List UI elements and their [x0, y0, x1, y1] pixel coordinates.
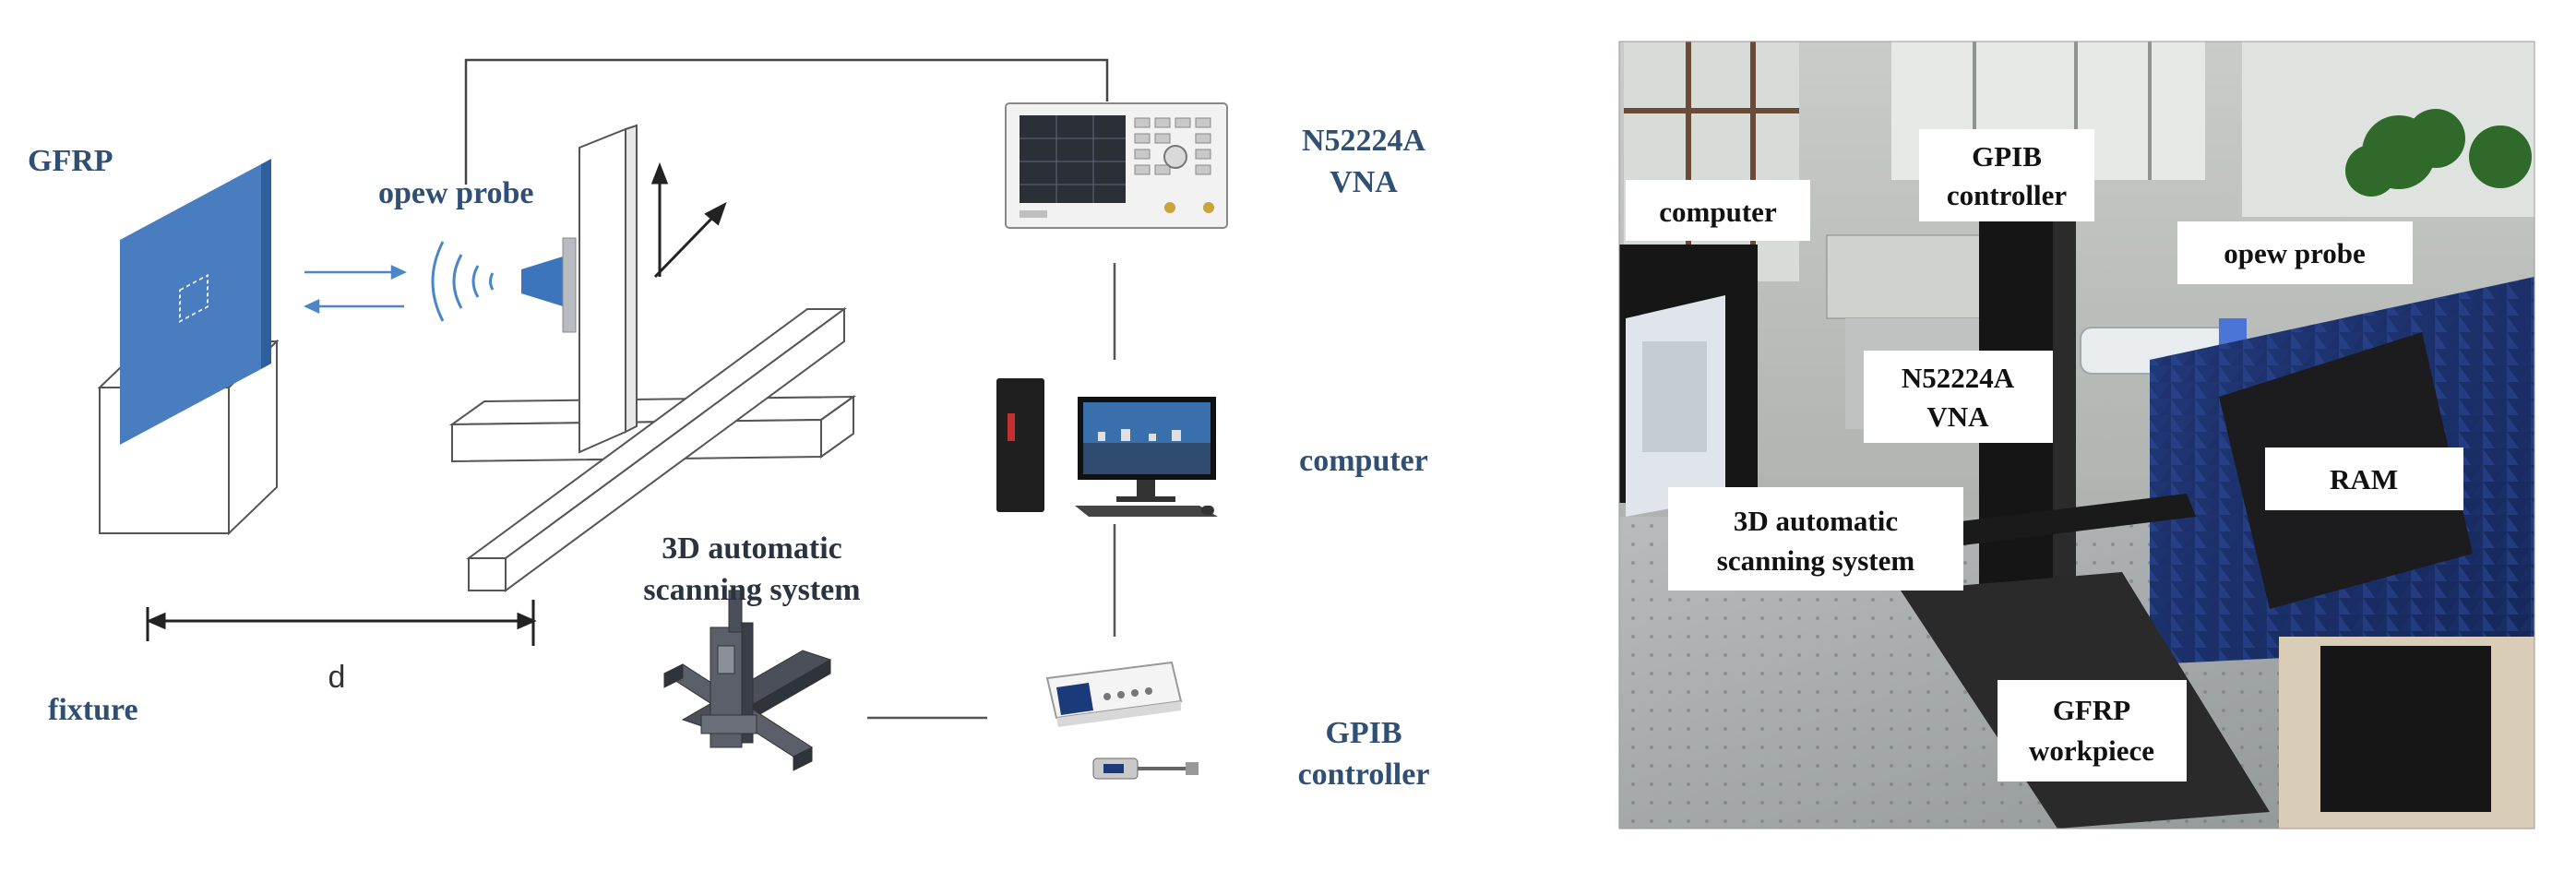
distance-label: d — [328, 660, 346, 695]
vna-label-line2: VNA — [1330, 165, 1398, 199]
svg-text:workpiece: workpiece — [2029, 734, 2154, 767]
wave-icon — [431, 241, 495, 322]
photo-label-gpib: GPIB controller — [1919, 129, 2094, 221]
gfrp-label: GFRP — [28, 144, 113, 178]
svg-text:scanning system: scanning system — [1717, 544, 1915, 577]
vna-device-icon — [1005, 102, 1228, 229]
scanner-device-icon — [662, 590, 832, 771]
gpib-device-icon — [1045, 661, 1199, 780]
svg-text:VNA: VNA — [1926, 400, 1989, 433]
fixture-label: fixture — [48, 693, 138, 727]
scanner-label-line1: 3D automatic — [662, 531, 841, 566]
probe-to-vna-cable — [464, 58, 1109, 185]
photo-label-vna: N52224A VNA — [1864, 351, 2053, 443]
svg-text:GPIB: GPIB — [1972, 140, 2042, 173]
distance-marker — [146, 600, 537, 646]
computer-icon — [996, 378, 1218, 517]
axis-arrows — [650, 161, 727, 279]
svg-text:3D automatic: 3D automatic — [1734, 505, 1898, 537]
probe-label: opew probe — [378, 176, 533, 210]
plants — [2345, 109, 2532, 197]
photo-label-workpiece: GFRP workpiece — [1998, 680, 2187, 782]
svg-text:opew probe: opew probe — [2224, 237, 2366, 269]
photo-label-scanner: 3D automatic scanning system — [1668, 487, 1963, 591]
scanner-frame — [448, 124, 857, 592]
gpib-label-line1: GPIB — [1325, 716, 1401, 750]
gpib-label-line2: controller — [1298, 758, 1430, 792]
photo-label-ram: RAM — [2265, 447, 2463, 510]
photo-monitor — [1619, 245, 1758, 517]
computer-label: computer — [1299, 444, 1428, 478]
gfrp-panel — [120, 159, 271, 445]
photo-label-computer: computer — [1626, 180, 1810, 241]
svg-text:GFRP: GFRP — [2053, 694, 2130, 726]
svg-text:N52224A: N52224A — [1902, 362, 2015, 394]
signal-arrows — [304, 265, 407, 314]
scanner-label-line2: scanning system — [643, 573, 860, 607]
svg-text:RAM: RAM — [2330, 463, 2398, 495]
defect-marker — [179, 273, 209, 323]
schematic-panel: GFRP opew probe N52224A VNA computer 3D … — [28, 58, 1430, 792]
vna-label-line1: N52224A — [1302, 124, 1426, 158]
photo-label-probe: opew probe — [2177, 221, 2413, 284]
svg-text:computer: computer — [1659, 196, 1777, 228]
photo-panel: computer GPIB controller opew probe N522… — [1618, 41, 2535, 829]
probe-horn-icon — [521, 237, 577, 333]
window-left — [1624, 42, 1799, 281]
svg-text:controller: controller — [1947, 179, 2068, 211]
